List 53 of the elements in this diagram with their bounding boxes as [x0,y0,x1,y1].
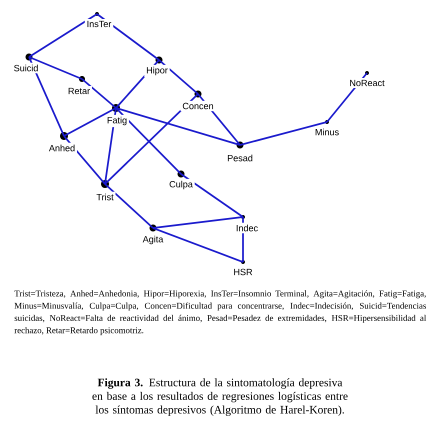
node-label: Culpa [170,180,193,190]
connector-line [28,56,82,80]
graph-node: Suicid [14,54,38,72]
connector-line [326,72,368,123]
connector-line [64,107,116,137]
connector-line [152,216,244,229]
connector-line [115,107,182,175]
connector-line [116,107,240,146]
graph-node: Retar [68,76,90,94]
node-label: Hipor [146,66,168,76]
connector-line [63,135,106,185]
node-label: NoReact [350,80,385,86]
node-label: Suicid [14,64,38,72]
connector-line [81,78,117,109]
node-label: Agita [142,236,164,244]
connector-line [180,173,244,218]
connector-line [28,56,65,136]
connector-line [104,108,117,184]
legend-note: Trist=Tristeza, Anhed=Anhedonia, Hipor=Hiporexia, InsTer=Insomnio Terminal, Agita=Agitación, Fatig=Fatiga, Minus=Minusvalía, Culpa=Culpa, Concen=Dificultad para concentrarse, Indec=Indecisión, Suicid=Tendencias suicidas, NoReact=Falta de reactividad del ánimo, Pesad=Pesadez de extremidades, HSR=Hipersensibilidad al rechazo, Retar=Retardo psicomotriz. [14,290,426,336]
node-label: InsTer [87,20,112,28]
graph-node: Anhed [48,132,75,152]
connector-line [240,121,328,146]
connector-line [158,59,199,95]
connector-line [152,227,244,263]
node-label: Anhed [48,144,75,152]
graph-node: Pesad [228,142,252,162]
connector-line [104,93,199,185]
node-label: Pesad [228,154,252,162]
graph-node: Indec [236,215,258,232]
graph-node: Hipor [146,56,168,76]
node-label: Trist [96,194,114,200]
graph-node: HSR [234,260,252,276]
node-label: Minus [316,128,339,136]
node-label: Concen [182,102,214,110]
connector-line [104,183,154,229]
node-label: HSR [234,268,252,276]
connector-line [28,13,98,58]
node-label: Indec [236,224,258,232]
graph-node: Concen [182,90,214,110]
graph-node: NoReact [350,71,385,86]
node-label: Retar [68,88,90,94]
graph-node: Trist [96,180,114,200]
graph-node: Fatig [108,104,126,126]
figure-caption: Figura 3. Estructura de la sintomatología depresiva en base a los resultados de regresiones logísticas entre los síntomas depresivos (Algoritmo de Harel-Koren). [92,378,348,416]
graph-node: Culpa [170,170,193,190]
connector-line [242,217,244,262]
connector-line [197,93,241,146]
graph-node: Minus [316,120,339,136]
connector-line [115,59,160,109]
node-label: Fatig [108,116,126,126]
connector-line [96,13,160,61]
graph-node: InsTer [88,12,112,28]
graph-node: Agita [142,224,164,244]
